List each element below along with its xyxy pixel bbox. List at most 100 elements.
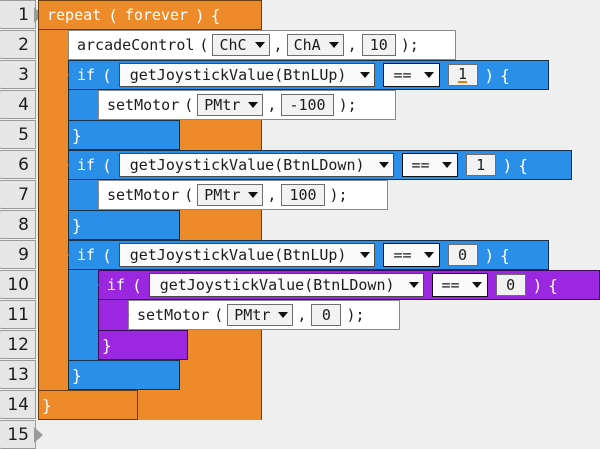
line-number-2[interactable]: 2 [0,30,36,59]
line-number-label: 11 [7,304,29,325]
close-brace: } [72,125,82,145]
close-brace-line14[interactable]: } [38,390,138,420]
open-paren: ( [199,36,209,54]
if-keyword: if [77,156,96,174]
repeat-arg-forever[interactable]: forever [124,6,189,24]
function-name: arcadeControl [77,36,195,54]
comparison-operator-dropdown[interactable]: == [383,63,440,87]
open-paren: ( [184,186,194,204]
setmotor-port-dropdown[interactable]: PMtr [197,94,264,116]
if-statement-line9[interactable]: if ( getJoystickValue(BtnLUp) == 0 ) { [60,240,549,270]
line-number-14[interactable]: 14 [0,390,36,419]
setmotor-statement-line11[interactable]: setMotor ( PMtr , 0 ); [120,300,400,330]
condition-expression-dropdown[interactable]: getJoystickValue(BtnLDown) [118,153,394,177]
repeat-keyword: repeat [47,6,102,24]
setmotor-port-dropdown[interactable]: PMtr [227,304,294,326]
close-brace-line12[interactable]: } [98,330,188,360]
block-connector-icon [60,67,69,83]
close-brace-line8[interactable]: } [68,210,180,240]
open-brace: { [518,155,528,175]
setmotor-statement-line7[interactable]: setMotor ( PMtr , 100 ); [90,180,388,210]
operator-value: == [441,276,460,294]
close-brace-line13[interactable]: } [68,360,180,390]
expression-value: getJoystickValue(BtnLDown) [129,156,365,174]
number-value: 1 [458,65,468,83]
close-brace: } [72,215,82,235]
setmotor-port-dropdown[interactable]: PMtr [197,184,264,206]
line-number-3[interactable]: 3 [0,60,36,89]
chevron-down-icon [278,312,289,318]
line-number-7[interactable]: 7 [0,180,36,209]
number-value: 0 [458,246,468,264]
comma: , [347,36,357,54]
open-paren: ( [132,275,142,295]
operator-value: == [393,66,412,84]
dropdown-value: PMtr [204,96,241,114]
close-brace: } [42,395,52,415]
line-number-5[interactable]: 5 [0,120,36,149]
line-number-4[interactable]: 4 [0,90,36,119]
condition-expression-dropdown[interactable]: getJoystickValue(BtnLUp) [118,63,376,87]
condition-operand-value[interactable]: 0 [495,274,526,296]
close-paren: ) [484,65,495,85]
comparison-operator-dropdown[interactable]: == [431,273,488,297]
chevron-down-icon [423,72,434,78]
condition-operand-value[interactable]: 0 [447,244,478,266]
arcadecontrol-statement[interactable]: arcadeControl ( ChC , ChA , 10 ); [60,30,456,60]
close-paren-semicolon: ); [400,36,419,54]
condition-operand-value[interactable]: 1 [465,154,496,176]
block-connector-icon [60,247,69,263]
comparison-operator-dropdown[interactable]: == [401,153,458,177]
condition-expression-dropdown[interactable]: getJoystickValue(BtnLUp) [118,243,376,267]
chevron-down-icon [360,72,371,78]
line-number-label: 7 [18,184,29,205]
setmotor-power-value[interactable]: 100 [281,184,325,206]
line-number-9[interactable]: 9 [0,240,36,269]
line-number-label: 2 [18,34,29,55]
function-name: setMotor [137,306,210,324]
arcadecontrol-param-2-dropdown[interactable]: ChA [286,34,344,56]
dropdown-value: ChA [293,36,321,54]
condition-operand-value[interactable]: 1 [447,64,478,86]
line-number-label: 3 [18,64,29,85]
comparison-operator-dropdown[interactable]: == [383,243,440,267]
if-statement-line10[interactable]: if ( getJoystickValue(BtnLDown) == 0 ) { [90,270,600,300]
comma: , [273,36,283,54]
line-number-6[interactable]: 6 [0,150,36,179]
close-paren: ) [484,245,495,265]
setmotor-power-value[interactable]: -100 [281,94,334,116]
line-number-label: 4 [18,94,29,115]
line-number-12[interactable]: 12 [0,330,36,359]
line-number-label: 12 [7,334,29,355]
block-connector-icon [90,97,99,113]
expression-value: getJoystickValue(BtnLUp) [129,246,347,264]
line-number-11[interactable]: 11 [0,300,36,329]
repeat-statement[interactable]: repeat ( forever ) { [38,0,262,30]
if-statement-line3[interactable]: if ( getJoystickValue(BtnLUp) == 1 ) { [60,60,549,90]
condition-expression-dropdown[interactable]: getJoystickValue(BtnLDown) [148,273,424,297]
if-statement-line6[interactable]: if ( getJoystickValue(BtnLDown) == 1 ) { [60,150,572,180]
line-number-10[interactable]: 10 [0,270,36,299]
block-connector-icon [60,37,69,53]
close-brace: } [72,365,82,385]
line-number-15[interactable]: 15 [0,420,43,449]
line-number-label: 5 [18,124,29,145]
open-brace: { [210,5,221,25]
setmotor-statement-line4[interactable]: setMotor ( PMtr , -100 ); [90,90,396,120]
line-number-label: 14 [7,394,29,415]
line-number-13[interactable]: 13 [0,360,36,389]
arcadecontrol-param-1-dropdown[interactable]: ChC [212,34,270,56]
chevron-down-icon [378,162,389,168]
line-number-1[interactable]: 1 [0,0,43,29]
if-keyword: if [77,66,96,84]
line-number-8[interactable]: 8 [0,210,36,239]
chevron-down-icon [408,282,419,288]
function-name: setMotor [107,186,180,204]
chevron-down-icon [471,282,482,288]
block-connector-icon [60,157,69,173]
comma: , [297,306,307,324]
setmotor-power-value[interactable]: 0 [311,304,342,326]
arcadecontrol-param-3-value[interactable]: 10 [361,34,396,56]
close-brace-line5[interactable]: } [68,120,180,150]
